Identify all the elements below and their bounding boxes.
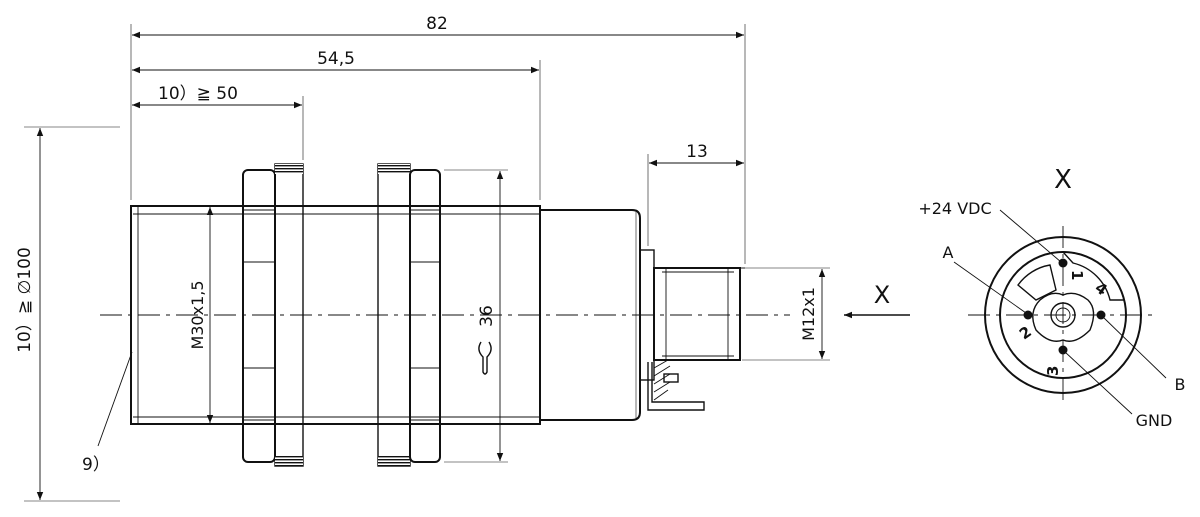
label-plus24vdc: +24 VDC <box>918 199 991 218</box>
dim-82-text: 82 <box>426 14 448 34</box>
connector-outer-ring <box>984 236 1142 394</box>
dimension-lines <box>24 24 910 502</box>
dim-36-text: 36 <box>477 305 497 327</box>
pin-3-number: 3 <box>1044 366 1062 376</box>
dim-m12-text: M12x1 <box>799 287 818 341</box>
connector-face-view: X 1 2 3 4 +24 VDC A B GND <box>918 165 1185 430</box>
label-gnd: GND <box>1136 411 1173 430</box>
sensor-body-outline <box>130 205 541 425</box>
detail-title: X <box>1054 165 1072 195</box>
wrench-icon <box>478 341 492 375</box>
leader-note-9 <box>97 351 133 447</box>
dim-m30-text: M30x1,5 <box>188 280 207 349</box>
label-b: B <box>1175 375 1186 394</box>
pin-4-number: 4 <box>1092 279 1111 300</box>
connector-insert <box>1061 251 1125 301</box>
pin-1 <box>1058 258 1068 268</box>
connector-clip <box>647 359 705 411</box>
note-9-text: 9） <box>82 455 110 475</box>
dim-100-text: 10）≧ ∅100 <box>15 247 35 353</box>
dim-54-text: 54,5 <box>317 49 355 69</box>
pin-1-number: 1 <box>1068 270 1086 280</box>
dim-13-text: 13 <box>686 142 708 162</box>
view-arrow-label: X <box>874 281 890 309</box>
dim-50-text: 10）≧ 50 <box>158 84 238 104</box>
pin-2-number: 2 <box>1016 323 1035 344</box>
label-a: A <box>943 243 954 262</box>
